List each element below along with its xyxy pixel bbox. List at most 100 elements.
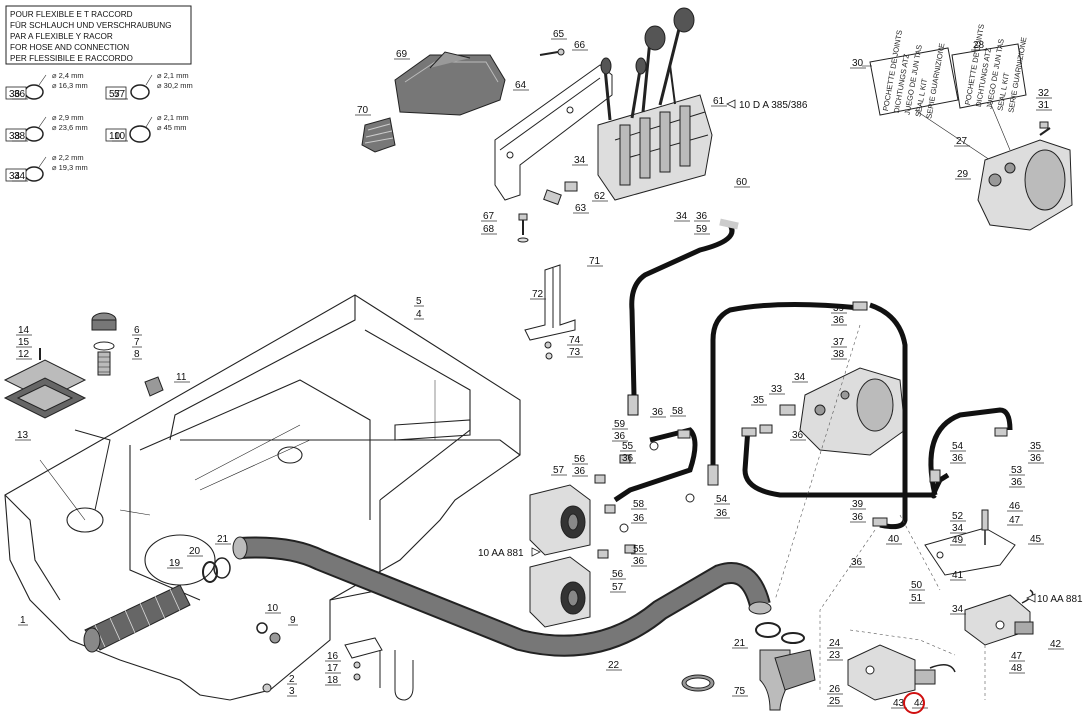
screw-74 (544, 341, 553, 360)
pressure-hoses (613, 301, 1013, 530)
valve-block-43 (847, 644, 956, 701)
seal-diameter: ⌀ 16,3 mm (52, 81, 88, 90)
part-number-label: 36 (792, 430, 804, 441)
screw-2 (262, 683, 272, 693)
part-number: 57 (109, 89, 121, 100)
part-number-label: 48 (1011, 663, 1023, 674)
part-number-label: 9 (290, 615, 296, 626)
part-number-label: 75 (734, 686, 746, 697)
part-number-label: 73 (569, 347, 581, 358)
seal-diameter: ⌀ 2,4 mm (52, 71, 84, 80)
part-number-label: 64 (515, 80, 527, 91)
part-number-label: 65 (553, 29, 565, 40)
part-number-label: 33 (771, 384, 783, 395)
seal-diameter: ⌀ 2,9 mm (52, 113, 84, 122)
hose-59 (627, 218, 739, 416)
part-number-label: 14 (18, 325, 30, 336)
part-number-label: 36 (652, 407, 664, 418)
solenoid-valve-upper (529, 484, 591, 556)
part-number-label: 44 (914, 698, 926, 709)
part-number-label: 35 (1030, 441, 1042, 452)
control-valve-61 (597, 7, 713, 201)
part-number-label: 21 (217, 534, 229, 545)
part-number-label: 17 (327, 663, 339, 674)
part-number-label: 3 (289, 686, 295, 697)
oring-spec-left (24, 74, 47, 182)
legend-line: POUR FLEXIBLE E T RACCORD (10, 10, 133, 19)
fitting-62-63 (543, 181, 578, 206)
part-number-label: 36 (716, 508, 728, 519)
part-number-label: 36 (614, 431, 626, 442)
part-number-label: 40 (888, 534, 900, 545)
part-number-label: 29 (957, 169, 969, 180)
oring-spec-right (129, 74, 153, 143)
part-number-label: 69 (396, 49, 408, 60)
hydraulic-tank (4, 294, 521, 701)
part-number-label: 34 (794, 372, 806, 383)
part-number-label: 56 (574, 454, 586, 465)
part-number: 10 (109, 131, 121, 142)
solenoid-valve-lower (529, 556, 591, 628)
part-number-label: 49 (952, 535, 964, 546)
part-number-label: 35 (753, 395, 765, 406)
part-number-label: 67 (483, 211, 495, 222)
part-number-label: 15 (18, 337, 30, 348)
part-number-label: 68 (483, 224, 495, 235)
part-number-label: 39 (833, 303, 845, 314)
seal-diameter: ⌀ 2,1 mm (157, 71, 189, 80)
part-number-label: 60 (736, 177, 748, 188)
part-number-label: 39 (852, 499, 864, 510)
part-number-label: 62 (594, 191, 606, 202)
hose-clamp-75 (681, 674, 715, 692)
part-number-label: 63 (575, 203, 587, 214)
control-boot-69 (394, 51, 506, 116)
part-number-label: 55 (633, 544, 645, 555)
part-number-label: 18 (327, 675, 339, 686)
part-number-label: 36 (833, 315, 845, 326)
part-number-label: 34 (952, 523, 964, 534)
part-number-label: 59 (614, 419, 626, 430)
seal-diameter: ⌀ 30,2 mm (157, 81, 193, 90)
part-number-label: 1 (20, 615, 26, 626)
part-number-label: 20 (189, 546, 201, 557)
part-number-label: 34 (14, 171, 26, 182)
part-number-label: 57 (114, 89, 126, 100)
part-number-label: 30 (852, 58, 864, 69)
legend-line: PAR A FLEXIBLE Y RACOR (10, 32, 113, 41)
part-number-label: 11 (176, 372, 187, 383)
part-number-label: 7 (134, 337, 140, 348)
part-number-label: 16 (327, 651, 339, 662)
seal-diameter: ⌀ 19,3 mm (52, 163, 88, 172)
part-number-label: 13 (17, 430, 29, 441)
part-number-label: 42 (1050, 639, 1062, 650)
part-number-label: 10 (267, 603, 279, 614)
part-number-label: 36 (1011, 477, 1023, 488)
part-number-label: 36 (622, 453, 634, 464)
reference-61: 10 D A 385/386 (726, 99, 808, 111)
part-number: 36 (9, 89, 21, 100)
part-number-label: 45 (1030, 534, 1042, 545)
part-number-label: 38 (833, 349, 845, 360)
bracket-64 (494, 64, 613, 201)
part-number-label: 32 (1038, 88, 1050, 99)
part-number-label: 26 (829, 684, 841, 695)
part-number-label: 61 (713, 96, 725, 107)
part-number-label: 36 (574, 466, 586, 477)
hose-fittings (677, 301, 1008, 527)
part-number-label: 36 (696, 211, 708, 222)
part-number-label: 36 (14, 89, 26, 100)
part-number-label: 12 (18, 349, 30, 360)
plug-9 (256, 622, 281, 644)
part-number-label: 34 (676, 211, 688, 222)
seal-diameter: ⌀ 23,6 mm (52, 123, 88, 132)
bolt-65 (539, 48, 565, 56)
part-number-label: 6 (134, 325, 140, 336)
part-number-label: 34 (574, 155, 586, 166)
part-number-label: 21 (734, 638, 746, 649)
part-number-label: 47 (1011, 651, 1023, 662)
cross-reference: 10 AA 881 (1037, 594, 1083, 605)
part-number-label: 55 (622, 441, 634, 452)
part-number-label: 36 (851, 557, 863, 568)
strainer-19 (83, 557, 231, 653)
part-number-label: 57 (553, 465, 565, 476)
